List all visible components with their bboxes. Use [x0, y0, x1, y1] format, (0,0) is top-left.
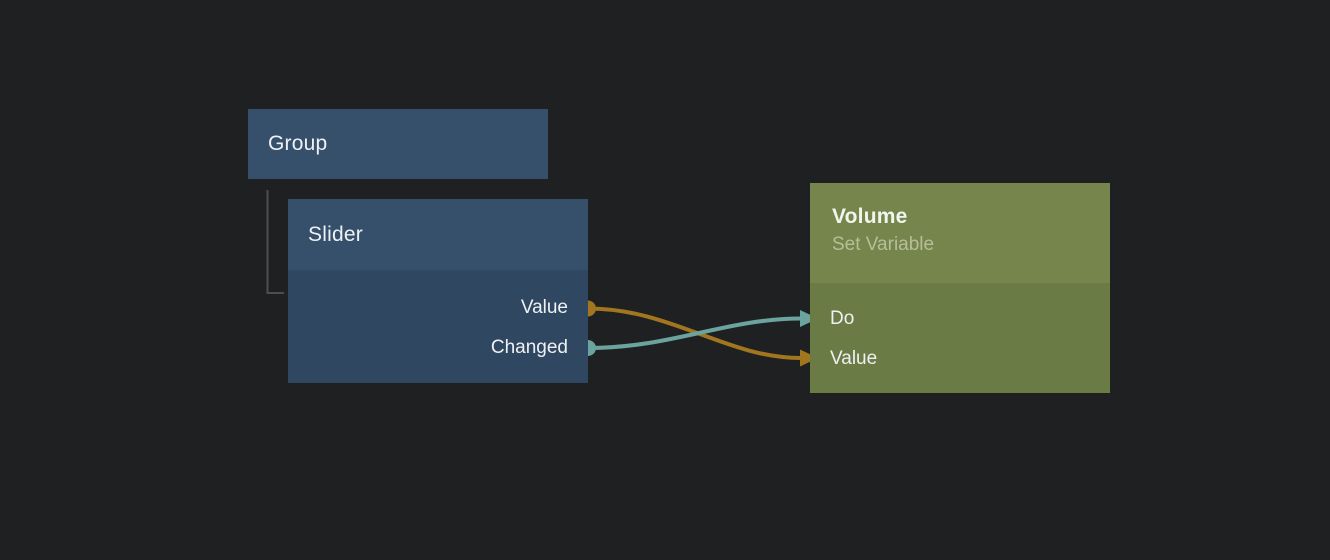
- node-group[interactable]: Group: [248, 109, 548, 179]
- group-child-connector: [266, 190, 284, 294]
- output-row-changed: Changed: [288, 328, 588, 368]
- wire-changed-to-do[interactable]: [586, 316, 803, 350]
- input-label-value: Value: [830, 348, 878, 369]
- slider-node-body: Value Changed: [288, 270, 588, 383]
- node-slider[interactable]: Slider Value Changed: [288, 199, 588, 383]
- volume-node-subtitle: Set Variable: [832, 234, 935, 255]
- volume-node-header[interactable]: Volume Set Variable: [810, 183, 1110, 283]
- output-row-value: Value: [288, 288, 588, 328]
- volume-node-body: Do Value: [810, 283, 1110, 393]
- input-label-do: Do: [830, 308, 855, 329]
- output-label-changed: Changed: [490, 337, 568, 358]
- slider-node-title: Slider: [308, 222, 363, 246]
- node-volume[interactable]: Volume Set Variable Do Value: [810, 183, 1110, 393]
- input-row-value: Value: [810, 339, 1110, 379]
- volume-node-title: Volume: [832, 205, 908, 228]
- slider-node-header[interactable]: Slider: [288, 199, 588, 270]
- input-row-do: Do: [810, 299, 1110, 339]
- group-node-title: Group: [268, 132, 328, 155]
- wire-value-to-value[interactable]: [586, 306, 803, 360]
- output-label-value: Value: [520, 297, 568, 318]
